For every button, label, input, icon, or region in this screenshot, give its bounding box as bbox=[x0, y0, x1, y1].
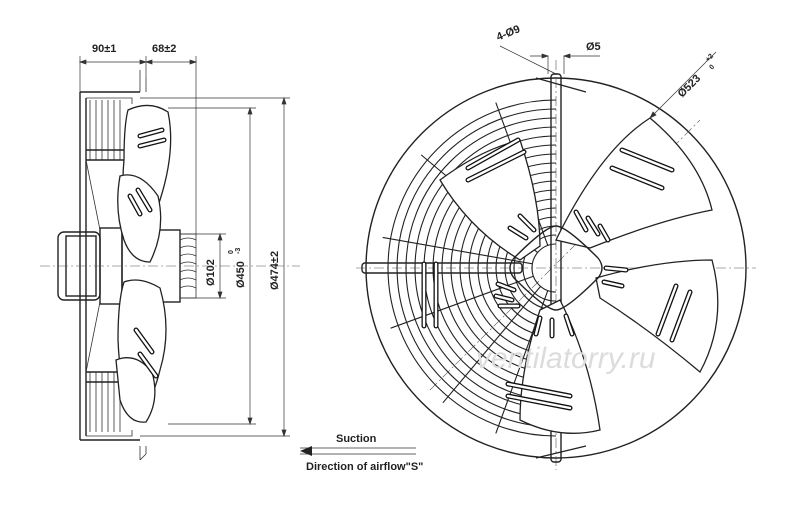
dim-bolt-tol-upper: +2 bbox=[704, 53, 715, 64]
dim-holes: 4-Ø9 bbox=[495, 23, 522, 43]
grill-ring bbox=[414, 126, 557, 410]
suction-label: Suction bbox=[336, 433, 377, 445]
dim-blade-diameter: Ø450 bbox=[235, 261, 247, 288]
grill-ring bbox=[387, 99, 557, 437]
dim-bolt-tol-lower: 0 bbox=[708, 64, 716, 72]
blade-slots bbox=[421, 137, 693, 411]
side-view: 90±1 68±2 Ø102 Ø450 0 -3 Ø474±2 bbox=[40, 43, 300, 461]
dim-blade-tol-upper: 0 bbox=[228, 250, 235, 254]
dim-hub-offset: 68±2 bbox=[152, 43, 176, 55]
dim-blade-tol-lower: -3 bbox=[235, 248, 242, 254]
grill-ring bbox=[531, 243, 557, 293]
grill-spoke bbox=[442, 286, 541, 404]
watermark: ventilatorry.ru bbox=[476, 342, 656, 375]
airflow-direction-label: Direction of airflow"S" bbox=[306, 461, 423, 473]
dim-rod: Ø5 bbox=[586, 41, 601, 53]
airflow-indicator: Suction Direction of airflow"S" bbox=[300, 433, 423, 473]
front-view: 4-Ø9 Ø5 Ø523 +2 0 bbox=[356, 23, 756, 470]
grill-spoke bbox=[390, 275, 534, 329]
grill-ring bbox=[396, 108, 557, 428]
grill-ring bbox=[405, 117, 557, 419]
dim-outer-diameter: Ø474±2 bbox=[269, 251, 281, 290]
grill-spoke bbox=[382, 236, 533, 265]
grill-ring bbox=[522, 234, 557, 302]
dim-bolt-circle: Ø523 bbox=[676, 73, 704, 101]
airflow-arrow-icon bbox=[300, 446, 312, 456]
dim-mount-depth: 90±1 bbox=[92, 43, 116, 55]
dim-hub-diameter: Ø102 bbox=[205, 259, 217, 286]
